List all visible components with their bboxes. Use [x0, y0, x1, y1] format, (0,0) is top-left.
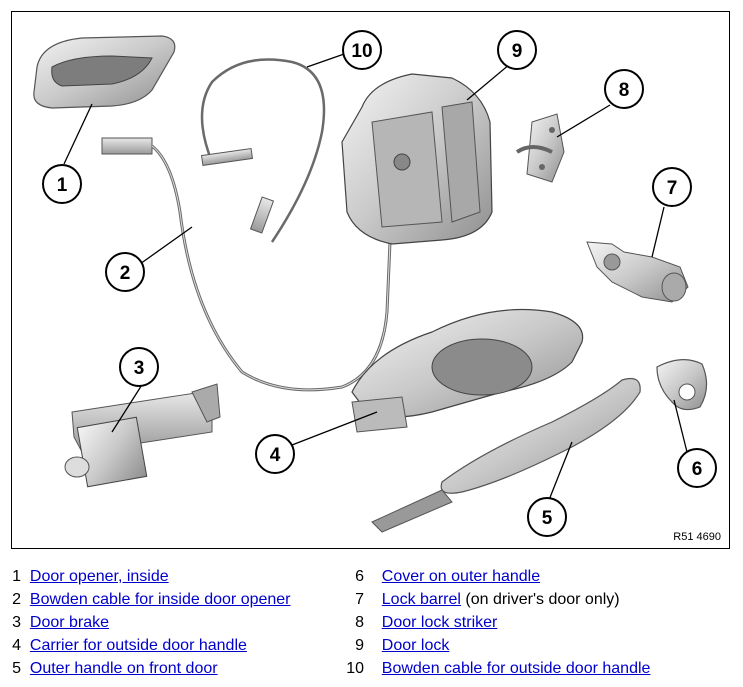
callout-5: 5 [527, 497, 567, 537]
figure-id-label: R51 4690 [673, 531, 721, 543]
legend-note: (on driver's door only) [460, 591, 620, 608]
part-door-brake [64, 383, 221, 488]
legend-link-outer-handle[interactable]: Outer handle on front door [29, 660, 218, 677]
part-lock-barrel [586, 241, 689, 303]
callout-10: 10 [342, 30, 382, 70]
svg-text:10: 10 [351, 41, 372, 62]
callout-2: 2 [105, 252, 145, 292]
legend-link-carrier-outside-handle[interactable]: Carrier for outside door handle [29, 637, 247, 654]
legend-item-7: 7 Lock barrel (on driver's door only) [346, 589, 620, 611]
legend-number: 10 [346, 660, 364, 677]
legend-item-2: 2 Bowden cable for inside door opener [8, 589, 291, 611]
svg-text:3: 3 [134, 358, 145, 379]
legend-link-door-brake[interactable]: Door brake [29, 614, 110, 631]
svg-text:8: 8 [619, 80, 630, 101]
legend-number: 6 [355, 568, 364, 585]
callout-8: 8 [604, 69, 644, 109]
callouts: 1 2 3 4 5 6 7 [42, 30, 717, 537]
legend-item-5: 5 Outer handle on front door [8, 658, 218, 680]
svg-text:1: 1 [57, 175, 68, 196]
legend-link-door-lock[interactable]: Door lock [381, 637, 450, 654]
legend-link-door-lock-striker[interactable]: Door lock striker [381, 614, 498, 631]
leader-lines [63, 52, 688, 501]
callout-6: 6 [677, 448, 717, 488]
legend-number: 5 [12, 660, 21, 677]
svg-text:9: 9 [512, 41, 523, 62]
callout-9: 9 [497, 30, 537, 70]
legend-item-10: 10 Bowden cable for outside door handle [346, 658, 650, 680]
svg-text:2: 2 [120, 263, 131, 284]
callout-1: 1 [42, 164, 82, 204]
part-cover-outer-handle [656, 359, 708, 411]
legend-item-1: 1 Door opener, inside [8, 566, 169, 588]
legend-number: 7 [355, 591, 364, 608]
legend-number: 4 [12, 637, 21, 654]
diagram-svg: 1 2 3 4 5 6 7 [33, 30, 717, 537]
legend-link-cover-outer-handle[interactable]: Cover on outer handle [381, 568, 541, 585]
part-carrier-outside-handle [351, 308, 584, 433]
svg-text:6: 6 [692, 459, 703, 480]
legend-link-bowden-cable-outside[interactable]: Bowden cable for outside door handle [381, 660, 651, 677]
legend-item-9: 9 Door lock [346, 635, 449, 657]
legend-item-3: 3 Door brake [8, 612, 109, 634]
legend-number: 8 [355, 614, 364, 631]
legend-number: 2 [12, 591, 21, 608]
svg-text:4: 4 [270, 445, 281, 466]
callout-3: 3 [119, 347, 159, 387]
part-door-lock-striker [515, 113, 565, 183]
callout-4: 4 [255, 434, 295, 474]
parts-diagram: 1 2 3 4 5 6 7 [11, 11, 730, 549]
part-bowden-cable-outside [200, 58, 326, 243]
legend-number: 3 [12, 614, 21, 631]
legend-item-4: 4 Carrier for outside door handle [8, 635, 247, 657]
svg-text:7: 7 [667, 178, 678, 199]
part-door-opener-inside [33, 35, 176, 109]
part-bowden-cable-inside [101, 137, 392, 392]
legend-link-door-opener-inside[interactable]: Door opener, inside [29, 568, 169, 585]
callout-7: 7 [652, 167, 692, 207]
part-door-lock [341, 73, 493, 245]
legend-item-6: 6 Cover on outer handle [346, 566, 540, 588]
part-outer-handle [371, 377, 641, 533]
legend-link-lock-barrel[interactable]: Lock barrel [381, 591, 461, 608]
legend-link-bowden-cable-inside[interactable]: Bowden cable for inside door opener [29, 591, 291, 608]
legend-number: 1 [12, 568, 21, 585]
legend-number: 9 [355, 637, 364, 654]
legend-item-8: 8 Door lock striker [346, 612, 497, 634]
svg-text:5: 5 [542, 508, 553, 529]
